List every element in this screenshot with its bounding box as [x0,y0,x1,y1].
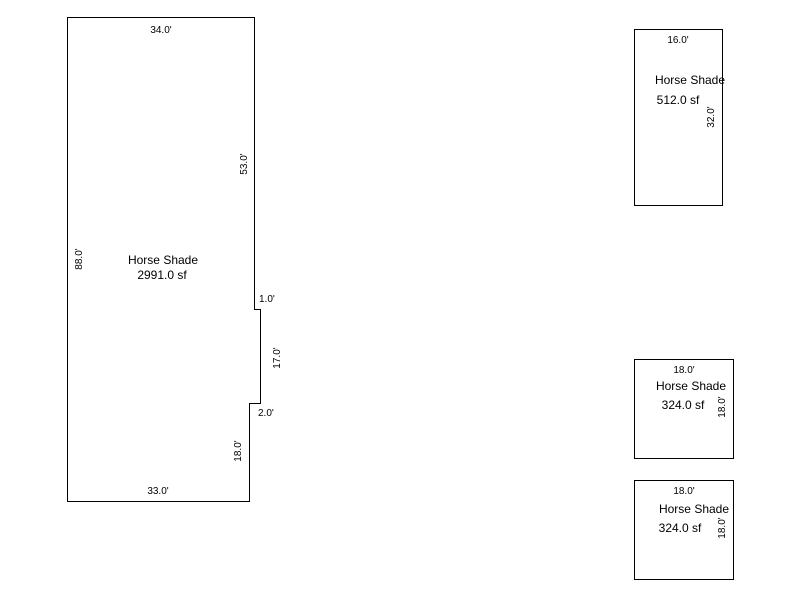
shape-area: 324.0 sf [659,521,702,535]
dim-right-lower: 18.0' [233,440,244,461]
shape-area: 512.0 sf [657,93,700,107]
horse-shade-324-b: 18.0' 18.0' Horse Shade 324.0 sf [634,480,734,580]
horse-shade-324-b-outline [634,480,734,580]
shape-label: Horse Shade [659,502,729,516]
shape-area: 2991.0 sf [137,268,187,282]
shape-area: 324.0 sf [662,398,705,412]
dim-step-lower: 2.0' [258,408,274,419]
dim-top: 18.0' [673,365,694,376]
horse-shade-large-outline [67,17,261,502]
dim-top: 34.0' [150,25,171,36]
dim-right: 18.0' [717,396,728,417]
shape-label: Horse Shade [655,73,725,87]
horse-shade-large: 34.0' 53.0' 1.0' 17.0' 2.0' 18.0' 33.0' … [67,17,283,502]
dim-right-upper: 53.0' [239,153,250,174]
dim-right: 18.0' [717,517,728,538]
dim-right: 32.0' [706,106,717,127]
shape-label: Horse Shade [656,379,726,393]
dim-left: 88.0' [74,248,85,269]
dim-step-upper: 1.0' [259,294,275,305]
horse-shade-512: 16.0' 32.0' Horse Shade 512.0 sf [634,29,725,206]
dim-bottom: 33.0' [147,486,168,497]
dim-top: 18.0' [673,486,694,497]
horse-shade-512-outline [634,29,723,206]
horse-shade-324-a: 18.0' 18.0' Horse Shade 324.0 sf [634,359,734,459]
horse-shade-324-a-outline [634,359,734,459]
dim-top: 16.0' [667,35,688,46]
dim-right-middle: 17.0' [272,347,283,368]
shape-label: Horse Shade [128,253,198,267]
